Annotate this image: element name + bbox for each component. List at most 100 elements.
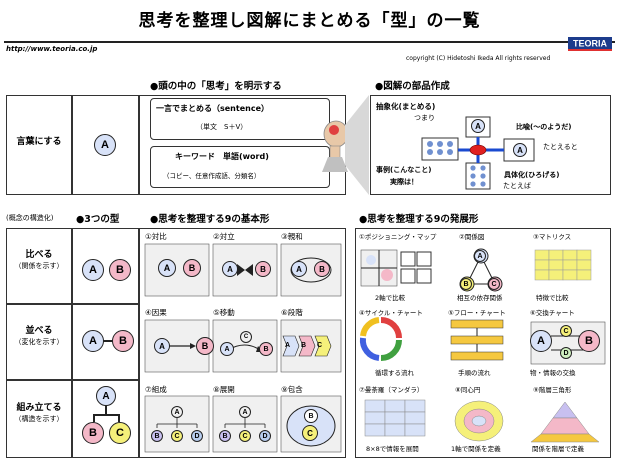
dev6-c: C <box>560 325 572 337</box>
basic-title-8: ⑧展開 <box>213 385 235 394</box>
basic8-b: B <box>219 430 231 442</box>
dev-caption-3: 特徴で比較 <box>536 294 569 302</box>
row-label-build-sub: （構造を示す） <box>14 414 64 423</box>
dev-matrix-grid <box>534 249 592 281</box>
basic9-c: C <box>302 425 318 441</box>
row-label-arrange-main: 並べる <box>25 326 53 336</box>
row-label-words: 言葉にする <box>16 137 62 147</box>
dev6-d: D <box>560 347 572 359</box>
basic6-c: C <box>317 342 323 349</box>
basic-development-arrows <box>224 418 266 428</box>
parts-dot-grid-bottom <box>470 165 486 187</box>
basic7-a: A <box>171 406 183 418</box>
dev2-a: A <box>474 250 486 262</box>
row-label-compare-main: 比べる <box>25 250 53 260</box>
basic1-a: A <box>158 259 176 277</box>
basic2-b: B <box>255 261 271 277</box>
row-label-compare-sub: （関係を示す） <box>14 261 64 270</box>
row-label-arrange-sub: （変化を示す） <box>14 337 64 346</box>
heading-structuring: (概念の構造化) <box>6 214 54 222</box>
basic-cause-arrow <box>168 343 196 349</box>
parts-diagram <box>421 116 535 190</box>
basic5-a: A <box>220 342 234 356</box>
heading-basic-nine: ●思考を整理する9の基本形 <box>150 214 270 225</box>
row-label-build: 組み立てる（構造を示す） <box>6 403 72 424</box>
page-title: 思考を整理し図解にまとめる「型」の一覧 <box>138 11 481 31</box>
type-build-c: C <box>109 422 131 444</box>
dev-mandala-grid <box>364 399 426 437</box>
dev-title-2: ②関係図 <box>459 233 485 241</box>
basic-stage-chevrons <box>282 335 332 357</box>
basic-title-7: ⑦組成 <box>145 385 167 394</box>
dev2-b: B <box>460 278 472 290</box>
word-box <box>150 146 330 188</box>
type-build-stem <box>105 404 107 414</box>
dev-concentric-circles <box>454 400 504 442</box>
dev-caption-6: 物・情報の交換 <box>530 369 576 377</box>
parts-circle-a-top: A <box>471 119 485 133</box>
dev-caption-4: 循環する流れ <box>375 369 414 377</box>
head-thinking-icon <box>322 120 349 172</box>
dev6-a: A <box>530 330 552 352</box>
type-build-a: A <box>96 386 116 406</box>
basic-title-6: ⑥段階 <box>281 308 303 317</box>
basic9-b: B <box>304 409 318 423</box>
dev-hierarchy-triangle <box>530 401 600 443</box>
heading-three-types: ●3つの型 <box>76 214 120 225</box>
parts-tsumari: つまり <box>414 114 435 122</box>
word-line2: （コピー、任意作成語、分類名） <box>163 172 261 180</box>
site-url[interactable]: http://www.teoria.co.jp <box>6 45 98 53</box>
dev-title-7: ⑦曼荼羅（マンダラ） <box>359 386 424 394</box>
row-cell-compare <box>6 228 72 304</box>
dev-caption-8: 1軸で関係を定義 <box>451 445 501 453</box>
type-compare-b: B <box>109 259 131 281</box>
copyright: copyright (C) Hidetoshi Ikeda All rights… <box>406 55 551 62</box>
type-arrange-link <box>102 340 114 342</box>
dev-flow-chart <box>450 319 504 361</box>
heading-diagram-parts: ●図解の部品作成 <box>375 81 450 92</box>
basic3-b: B <box>314 261 330 277</box>
parts-tatoeba: たとえば <box>503 182 531 190</box>
basic-title-5: ⑤移動 <box>213 308 235 317</box>
dev2-c: C <box>488 278 500 290</box>
basic2-a: A <box>222 261 238 277</box>
basic7-d: D <box>191 430 203 442</box>
basic3-a: A <box>291 261 307 277</box>
basic-title-4: ④因果 <box>145 308 167 317</box>
dev-caption-9: 関係を階層で定義 <box>532 445 584 453</box>
dev-title-1: ①ポジショニング・マップ <box>359 233 437 241</box>
sentence-line1: 一言でまとめる（sentence） <box>156 104 269 113</box>
dev6-b: B <box>578 330 600 352</box>
basic1-b: B <box>183 259 201 277</box>
row-label-compare: 比べる（関係を示す） <box>6 250 72 271</box>
type-compare-a: A <box>82 259 104 281</box>
parts-tatoeruto: たとえると <box>543 143 578 151</box>
parts-dot-grid-left <box>427 141 453 155</box>
circle-a: A <box>94 134 116 156</box>
basic4-a: A <box>154 338 170 354</box>
dev-caption-1: 2軸で比較 <box>375 294 406 302</box>
type-arrange-b: B <box>112 330 134 352</box>
row-label-arrange: 並べる（変化を示す） <box>6 326 72 347</box>
row-label-cell-words <box>6 95 72 195</box>
parts-jissai: 実際は！ <box>390 178 418 186</box>
basic5-c: C <box>240 331 252 343</box>
type-build-right <box>118 414 120 422</box>
basic8-d: D <box>259 430 271 442</box>
dev-title-9: ⑨階層三角形 <box>533 386 572 394</box>
parts-gutai: 具体化(ひろげる) <box>504 171 560 179</box>
dev-caption-5: 手順の流れ <box>458 369 491 377</box>
dev-cycle-chart <box>359 317 402 361</box>
word-line1: キーワード 単語(word) <box>175 152 269 161</box>
teoria-logo-mark: TEORIA <box>568 37 612 51</box>
sentence-line2: （単文 S＋V） <box>196 123 248 131</box>
gray-arrow-icon <box>345 95 369 195</box>
basic-composition-lines <box>156 418 198 428</box>
row-label-build-main: 組み立てる <box>16 403 62 413</box>
basic4-b: B <box>196 337 214 355</box>
sentence-box <box>150 98 330 140</box>
type-build-b: B <box>82 422 104 444</box>
type-arrange-a: A <box>82 330 104 352</box>
basic-title-3: ③親和 <box>281 232 303 241</box>
basic7-b: B <box>151 430 163 442</box>
